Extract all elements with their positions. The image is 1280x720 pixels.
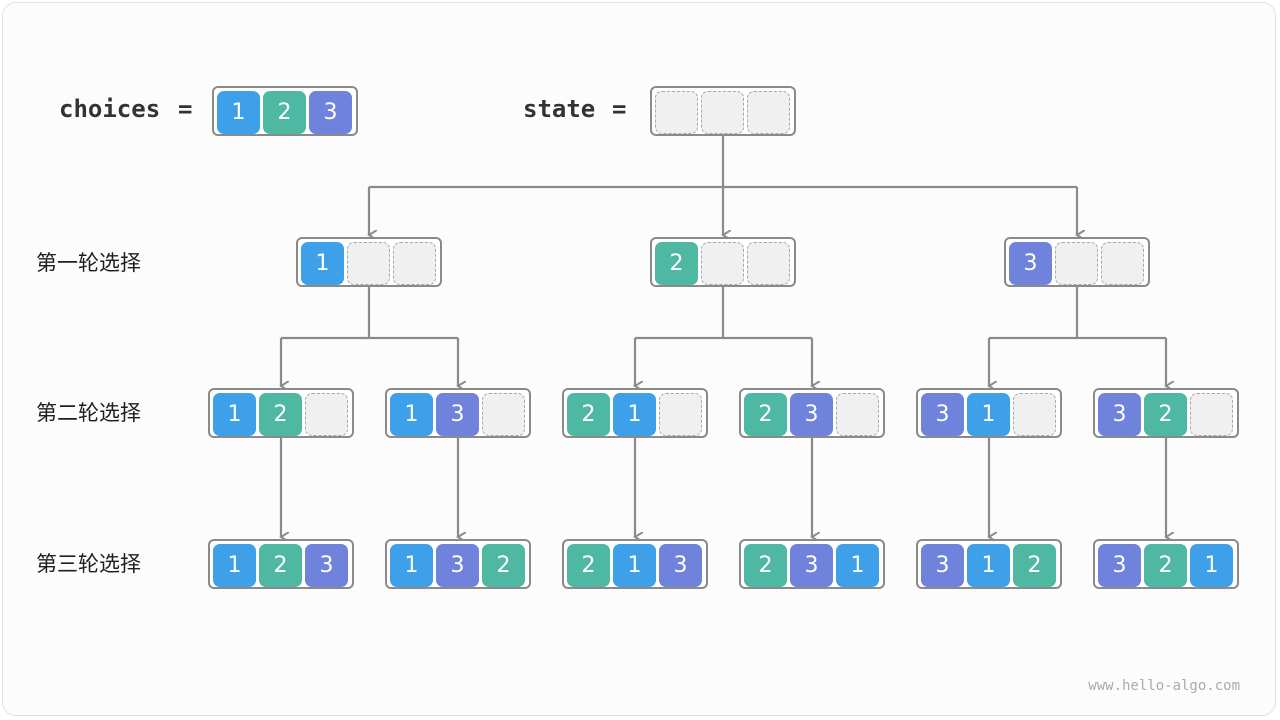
- round1-node: 3: [1004, 237, 1150, 287]
- value-cell: 2: [482, 544, 525, 587]
- empty-cell: [659, 393, 702, 436]
- empty-cell: [701, 242, 744, 285]
- empty-cell: [655, 91, 698, 134]
- value-cell: 3: [921, 544, 964, 587]
- value-cell: 1: [613, 393, 656, 436]
- round-1-label: 第一轮选择: [36, 251, 141, 275]
- value-cell: 1: [390, 544, 433, 587]
- state-array: [650, 86, 796, 136]
- empty-cell: [836, 393, 879, 436]
- choices-label: choices: [59, 95, 161, 123]
- empty-cell: [1190, 393, 1233, 436]
- state-equals: =: [612, 95, 627, 123]
- empty-cell: [393, 242, 436, 285]
- value-cell: 3: [659, 544, 702, 587]
- value-cell: 3: [921, 393, 964, 436]
- empty-cell: [1101, 242, 1144, 285]
- value-cell: 1: [390, 393, 433, 436]
- value-cell: 1: [836, 544, 879, 587]
- value-cell: 3: [790, 393, 833, 436]
- value-cell: 2: [744, 544, 787, 587]
- value-cell: 2: [567, 393, 610, 436]
- value-cell: 2: [1144, 393, 1187, 436]
- value-cell: 1: [967, 544, 1010, 587]
- value-cell: 2: [1144, 544, 1187, 587]
- value-cell: 1: [1190, 544, 1233, 587]
- round1-node: 2: [650, 237, 796, 287]
- choices-equals: =: [178, 95, 193, 123]
- value-cell: 1: [301, 242, 344, 285]
- watermark: www.hello-algo.com: [1088, 678, 1240, 694]
- empty-cell: [1013, 393, 1056, 436]
- empty-cell: [347, 242, 390, 285]
- value-cell: 3: [436, 544, 479, 587]
- empty-cell: [747, 242, 790, 285]
- value-cell: 3: [1098, 393, 1141, 436]
- value-cell: 2: [259, 393, 302, 436]
- round-2-label: 第二轮选择: [36, 401, 141, 425]
- value-cell: 2: [1013, 544, 1056, 587]
- value-cell: 3: [305, 544, 348, 587]
- value-cell: 3: [309, 91, 352, 134]
- value-cell: 1: [967, 393, 1010, 436]
- empty-cell: [1055, 242, 1098, 285]
- value-cell: 2: [567, 544, 610, 587]
- value-cell: 1: [217, 91, 260, 134]
- value-cell: 2: [263, 91, 306, 134]
- value-cell: 1: [213, 544, 256, 587]
- empty-cell: [305, 393, 348, 436]
- empty-cell: [747, 91, 790, 134]
- value-cell: 3: [790, 544, 833, 587]
- empty-cell: [701, 91, 744, 134]
- value-cell: 2: [744, 393, 787, 436]
- value-cell: 3: [436, 393, 479, 436]
- round1-node: 1: [296, 237, 442, 287]
- value-cell: 1: [213, 393, 256, 436]
- value-cell: 2: [655, 242, 698, 285]
- value-cell: 1: [613, 544, 656, 587]
- value-cell: 3: [1009, 242, 1052, 285]
- state-label: state: [523, 95, 596, 123]
- empty-cell: [482, 393, 525, 436]
- round-3-label: 第三轮选择: [36, 552, 141, 576]
- value-cell: 2: [259, 544, 302, 587]
- value-cell: 3: [1098, 544, 1141, 587]
